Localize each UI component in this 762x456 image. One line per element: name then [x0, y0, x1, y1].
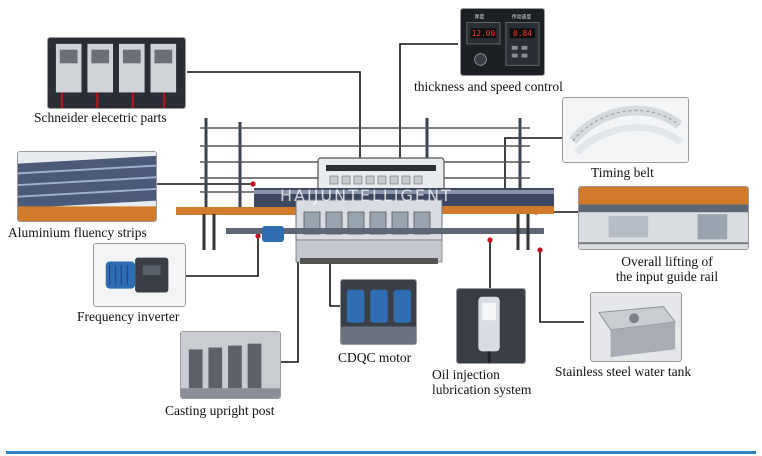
photo-input-guide-rail — [578, 186, 749, 250]
photo-frequency-inverter — [93, 243, 186, 307]
panel-caption-right: 传动速度 — [512, 14, 532, 21]
label-casting-upright-post: Casting upright post — [165, 403, 275, 418]
label-oil-lubrication: Oil injection lubrication system — [432, 367, 531, 397]
label-oil-lubrication-line2: lubrication system — [432, 382, 532, 397]
label-aluminium-strips: Aluminium fluency strips — [8, 225, 147, 240]
watermark-text: HAIJUNTELLIGENT — [280, 186, 453, 205]
label-thickness-speed-control: thickness and speed control — [414, 79, 563, 94]
photo-timing-belt — [562, 97, 689, 163]
label-frequency-inverter: Frequency inverter — [77, 309, 180, 324]
photo-schneider-parts — [47, 37, 186, 109]
label-cdqc-motor: CDQC motor — [338, 350, 412, 365]
speed-readout: 0.84 — [513, 29, 532, 38]
label-timing-belt: Timing belt — [591, 165, 654, 180]
label-schneider-parts: Schneider elecetric parts — [34, 110, 167, 125]
photo-cdqc-motor — [340, 279, 417, 345]
photo-thickness-speed-panel: 厚度 传动速度 12.00 0.84 — [460, 8, 545, 76]
photo-aluminium-strips — [17, 151, 157, 222]
thickness-readout: 12.00 — [472, 29, 496, 38]
photo-oil-lubrication — [456, 288, 526, 364]
photo-water-tank — [590, 292, 682, 362]
label-oil-lubrication-line1: Oil injection — [432, 367, 500, 382]
label-input-guide-rail: Overall lifting of the input guide rail — [596, 254, 738, 284]
label-water-tank: Stainless steel water tank — [555, 364, 692, 379]
label-input-guide-rail-line2: the input guide rail — [615, 269, 719, 284]
bottom-accent-rule — [6, 451, 756, 454]
panel-caption-left: 厚度 — [475, 14, 485, 21]
photo-casting-upright-post — [180, 331, 281, 399]
label-input-guide-rail-line1: Overall lifting of — [621, 254, 713, 269]
